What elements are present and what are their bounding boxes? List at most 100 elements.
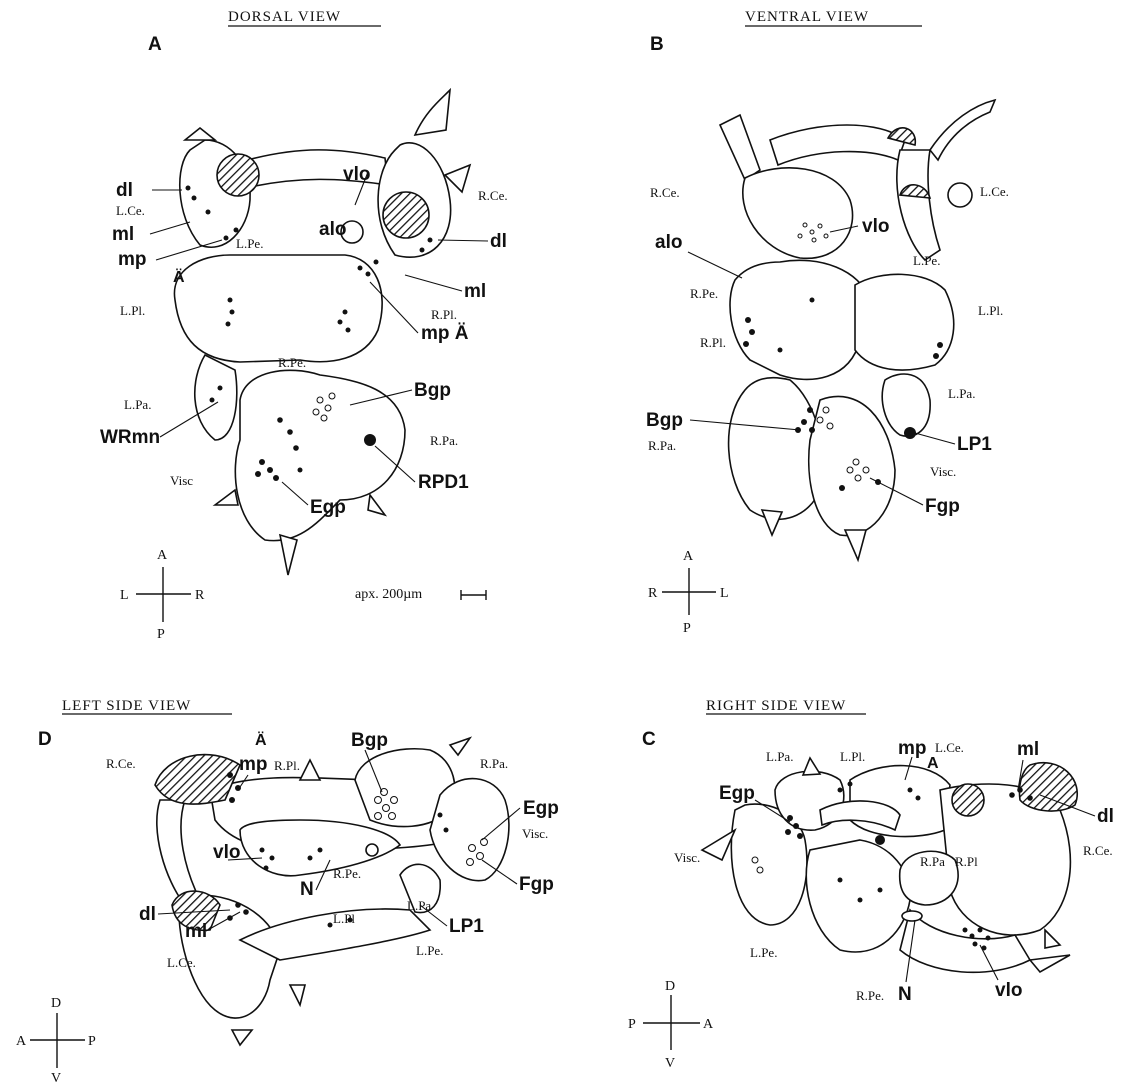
panel-c-ganglia-outline [702, 758, 1070, 972]
panel-a-label-dl-right: dl [490, 231, 507, 252]
panel-b-label-lp1: LP1 [957, 434, 992, 455]
panel-d-compass-left: A [16, 1034, 27, 1049]
panel-a-label-rce: R.Ce. [478, 188, 508, 203]
panel-d-label-lce: L.Ce. [167, 955, 196, 970]
panel-a-compass-right: R [195, 588, 205, 603]
panel-d-label-lpl: L.Pl [333, 911, 355, 926]
panel-a-label-ml: ml [112, 224, 134, 245]
panel-a-label-alo: alo [319, 219, 346, 240]
panel-a-scale: apx. 200µm [355, 587, 486, 602]
panel-b-label-fgp: Fgp [925, 496, 960, 517]
panel-a-label-rpd1: RPD1 [418, 472, 469, 493]
panel-d: LEFT SIDE VIEW D [16, 698, 559, 1085]
panel-a-label-egp: Egp [310, 497, 346, 518]
panel-d-label-rpa: R.Pa. [480, 756, 508, 771]
panel-b-label-rce: R.Ce. [650, 185, 680, 200]
panel-a-eye-right [383, 192, 429, 238]
panel-c-eye-left [952, 784, 984, 816]
panel-c-compass: D V P A [628, 979, 714, 1071]
panel-b-title: VENTRAL VIEW [745, 9, 869, 25]
panel-a-label-rpl: R.Pl. [431, 307, 457, 322]
panel-c-label-lpa: L.Pa. [766, 749, 793, 764]
panel-a-compass: A P L R [120, 548, 205, 642]
panel-b-label-alo: alo [655, 232, 682, 253]
panel-b-label-lpl: L.Pl. [978, 303, 1003, 318]
panel-a-label-a-umlaut: Ä [173, 268, 185, 286]
panel-c-label-rpe: R.Pe. [856, 988, 884, 1003]
panel-c-compass-right: A [703, 1017, 714, 1032]
panel-c-letter: C [642, 729, 656, 750]
panel-c-label-a: A [927, 755, 939, 772]
panel-b-compass-up: A [683, 549, 694, 564]
panel-c-compass-down: V [665, 1056, 675, 1071]
panel-d-label-ml: ml [185, 921, 207, 942]
panel-d-label-bgp: Bgp [351, 730, 388, 751]
panel-c-statocyst [902, 911, 922, 921]
panel-a-label-rpe: R.Pe. [278, 355, 306, 370]
panel-a-label-lpl: L.Pl. [120, 303, 145, 318]
panel-a-label-bgp: Bgp [414, 380, 451, 401]
panel-a-compass-up: A [157, 548, 168, 563]
panel-a-compass-down: P [157, 627, 165, 642]
panel-b-compass-right: L [720, 586, 729, 601]
panel-c-label-dl: dl [1097, 806, 1114, 827]
panel-c-compass-left: P [628, 1017, 636, 1032]
panel-c-label-lpl: L.Pl. [840, 749, 865, 764]
panel-d-label-egp: Egp [523, 798, 559, 819]
panel-c-label-lpe: L.Pe. [750, 945, 777, 960]
panel-a-label-lce: L.Ce. [116, 203, 145, 218]
panel-a: DORSAL VIEW A [100, 9, 508, 642]
panel-c-eye-right [1019, 763, 1077, 811]
panel-a-title: DORSAL VIEW [228, 9, 341, 25]
panel-b-label-visc: Visc. [930, 464, 956, 479]
panel-c-label-rpl: R.Pl [955, 854, 978, 869]
panel-a-label-mp: mp [118, 249, 147, 270]
panel-b-ganglia-outline [720, 100, 995, 560]
panel-b-compass: A P R L [648, 549, 729, 636]
panel-d-statocyst [366, 844, 378, 856]
panel-c-compass-up: D [665, 979, 675, 994]
panel-a-label-wrmn: WRmn [100, 427, 160, 448]
panel-a-label-lpa: L.Pa. [124, 397, 151, 412]
panel-d-title: LEFT SIDE VIEW [62, 698, 191, 714]
panel-d-label-rpe: R.Pe. [333, 866, 361, 881]
panel-c-label-egp: Egp [719, 783, 755, 804]
panel-c-label-rce: R.Ce. [1083, 843, 1113, 858]
panel-a-label-vlo: vlo [343, 164, 370, 185]
panel-d-label-fgp: Fgp [519, 874, 554, 895]
panel-a-label-dl: dl [116, 180, 133, 201]
panel-a-label-ml-right: ml [464, 281, 486, 302]
panel-c-label-vlo: vlo [995, 980, 1022, 1001]
panel-d-label-rpl: R.Pl. [274, 758, 300, 773]
panel-b-label-rpa: R.Pa. [648, 438, 676, 453]
panel-d-label-lp1: LP1 [449, 916, 484, 937]
panel-b-label-lpe: L.Pe. [913, 253, 940, 268]
panel-b-label-lpa: L.Pa. [948, 386, 975, 401]
panel-c: RIGHT SIDE VIEW C [628, 698, 1114, 1071]
panel-d-compass: D V A P [16, 996, 96, 1085]
panel-d-label-n: N [300, 879, 314, 900]
panel-b-compass-down: P [683, 621, 691, 636]
panel-d-label-visc: Visc. [522, 826, 548, 841]
panel-d-eye-right [155, 755, 240, 804]
panel-c-label-visc: Visc. [674, 850, 700, 865]
panel-a-compass-left: L [120, 588, 129, 603]
panel-d-letter: D [38, 729, 52, 750]
panel-b-compass-left: R [648, 586, 658, 601]
panel-c-title: RIGHT SIDE VIEW [706, 698, 846, 714]
panel-a-letter: A [148, 34, 162, 55]
panel-b-label-rpe: R.Pe. [690, 286, 718, 301]
panel-b-label-lce: L.Ce. [980, 184, 1009, 199]
panel-b-label-vlo: vlo [862, 216, 889, 237]
panel-a-label-mp-right: mp Ä [421, 323, 469, 344]
panel-c-label-lce: L.Ce. [935, 740, 964, 755]
panel-d-compass-up: D [51, 996, 61, 1011]
panel-b: VENTRAL VIEW B [646, 9, 1009, 636]
panel-d-label-dl: dl [139, 904, 156, 925]
panel-b-label-rpl: R.Pl. [700, 335, 726, 350]
panel-a-label-visc: Visc [170, 473, 193, 488]
panel-d-label-mp: mp [239, 754, 268, 775]
panel-a-eye-left [217, 154, 259, 196]
